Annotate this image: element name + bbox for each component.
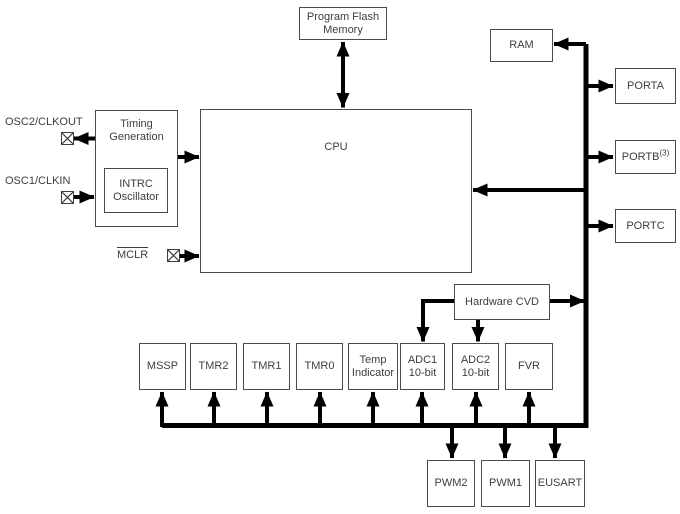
eusart-block: EUSART — [535, 460, 585, 507]
tmr2-block: TMR2 — [190, 343, 237, 390]
tmr0-block: TMR0 — [296, 343, 343, 390]
intrc-oscillator-block: INTRC Oscillator — [104, 168, 168, 213]
temp-indicator-label-line2: Indicator — [351, 366, 395, 379]
adc2-label-line1: ADC2 — [460, 353, 491, 366]
intrc-label-line2: Oscillator — [113, 190, 159, 203]
adc1-label-line1: ADC1 — [407, 353, 438, 366]
portb-footnote-marker: (3) — [659, 147, 670, 157]
adc2-label-line2: 10-bit — [461, 366, 490, 379]
osc2-clkout-label: OSC2/CLKOUT — [5, 116, 83, 128]
tmr2-label: TMR2 — [198, 360, 229, 372]
system-bus — [162, 44, 589, 428]
pwm2-label: PWM2 — [434, 477, 468, 489]
intrc-label-line1: INTRC — [119, 177, 153, 190]
mssp-label: MSSP — [146, 360, 179, 372]
fvr-label: FVR — [518, 360, 540, 372]
fvr-block: FVR — [505, 343, 553, 390]
mclr-label-text: MCLR — [117, 247, 149, 261]
porta-label: PORTA — [627, 79, 664, 92]
tmr1-label: TMR1 — [251, 360, 282, 372]
ram-label: RAM — [509, 39, 534, 51]
program-flash-label-line1: Program Flash — [306, 10, 380, 23]
temp-indicator-label-line1: Temp — [359, 353, 387, 366]
adc1-label-line2: 10-bit — [408, 366, 437, 379]
osc1-pin-icon — [61, 191, 74, 204]
adc1-block: ADC1 10-bit — [400, 343, 445, 390]
eusart-label: EUSART — [537, 477, 583, 489]
mclr-label: MCLR — [117, 247, 149, 261]
program-flash-label-line2: Memory — [323, 23, 363, 36]
hardware-cvd-block: Hardware CVD — [454, 284, 550, 320]
osc1-clkin-label: OSC1/CLKIN — [5, 175, 71, 187]
tmr1-block: TMR1 — [243, 343, 290, 390]
portb-block: PORTB(3) — [615, 140, 676, 174]
pwm1-label: PWM1 — [489, 477, 522, 489]
timing-label-line1: Timing — [120, 118, 153, 130]
pwm1-block: PWM1 — [481, 460, 530, 507]
portc-block: PORTC — [615, 209, 676, 243]
portc-label: PORTC — [626, 219, 665, 232]
mclr-pin-icon — [167, 249, 180, 262]
osc2-pin-icon — [61, 132, 74, 145]
program-flash-memory-block: Program Flash Memory — [299, 7, 387, 40]
tmr0-label: TMR0 — [304, 360, 335, 372]
timing-label-line2: Generation — [109, 131, 164, 143]
mssp-block: MSSP — [139, 343, 186, 390]
pwm2-block: PWM2 — [427, 460, 475, 507]
porta-block: PORTA — [615, 68, 676, 104]
temp-indicator-block: Temp Indicator — [348, 343, 398, 390]
cpu-block: CPU — [200, 109, 472, 273]
ram-block: RAM — [490, 29, 553, 62]
hardware-cvd-label: Hardware CVD — [465, 295, 539, 308]
portb-label: PORTB — [621, 150, 660, 163]
cpu-label: CPU — [324, 141, 348, 153]
arrow-cvd-to-adc1 — [416, 299, 454, 342]
adc2-block: ADC2 10-bit — [452, 343, 499, 390]
